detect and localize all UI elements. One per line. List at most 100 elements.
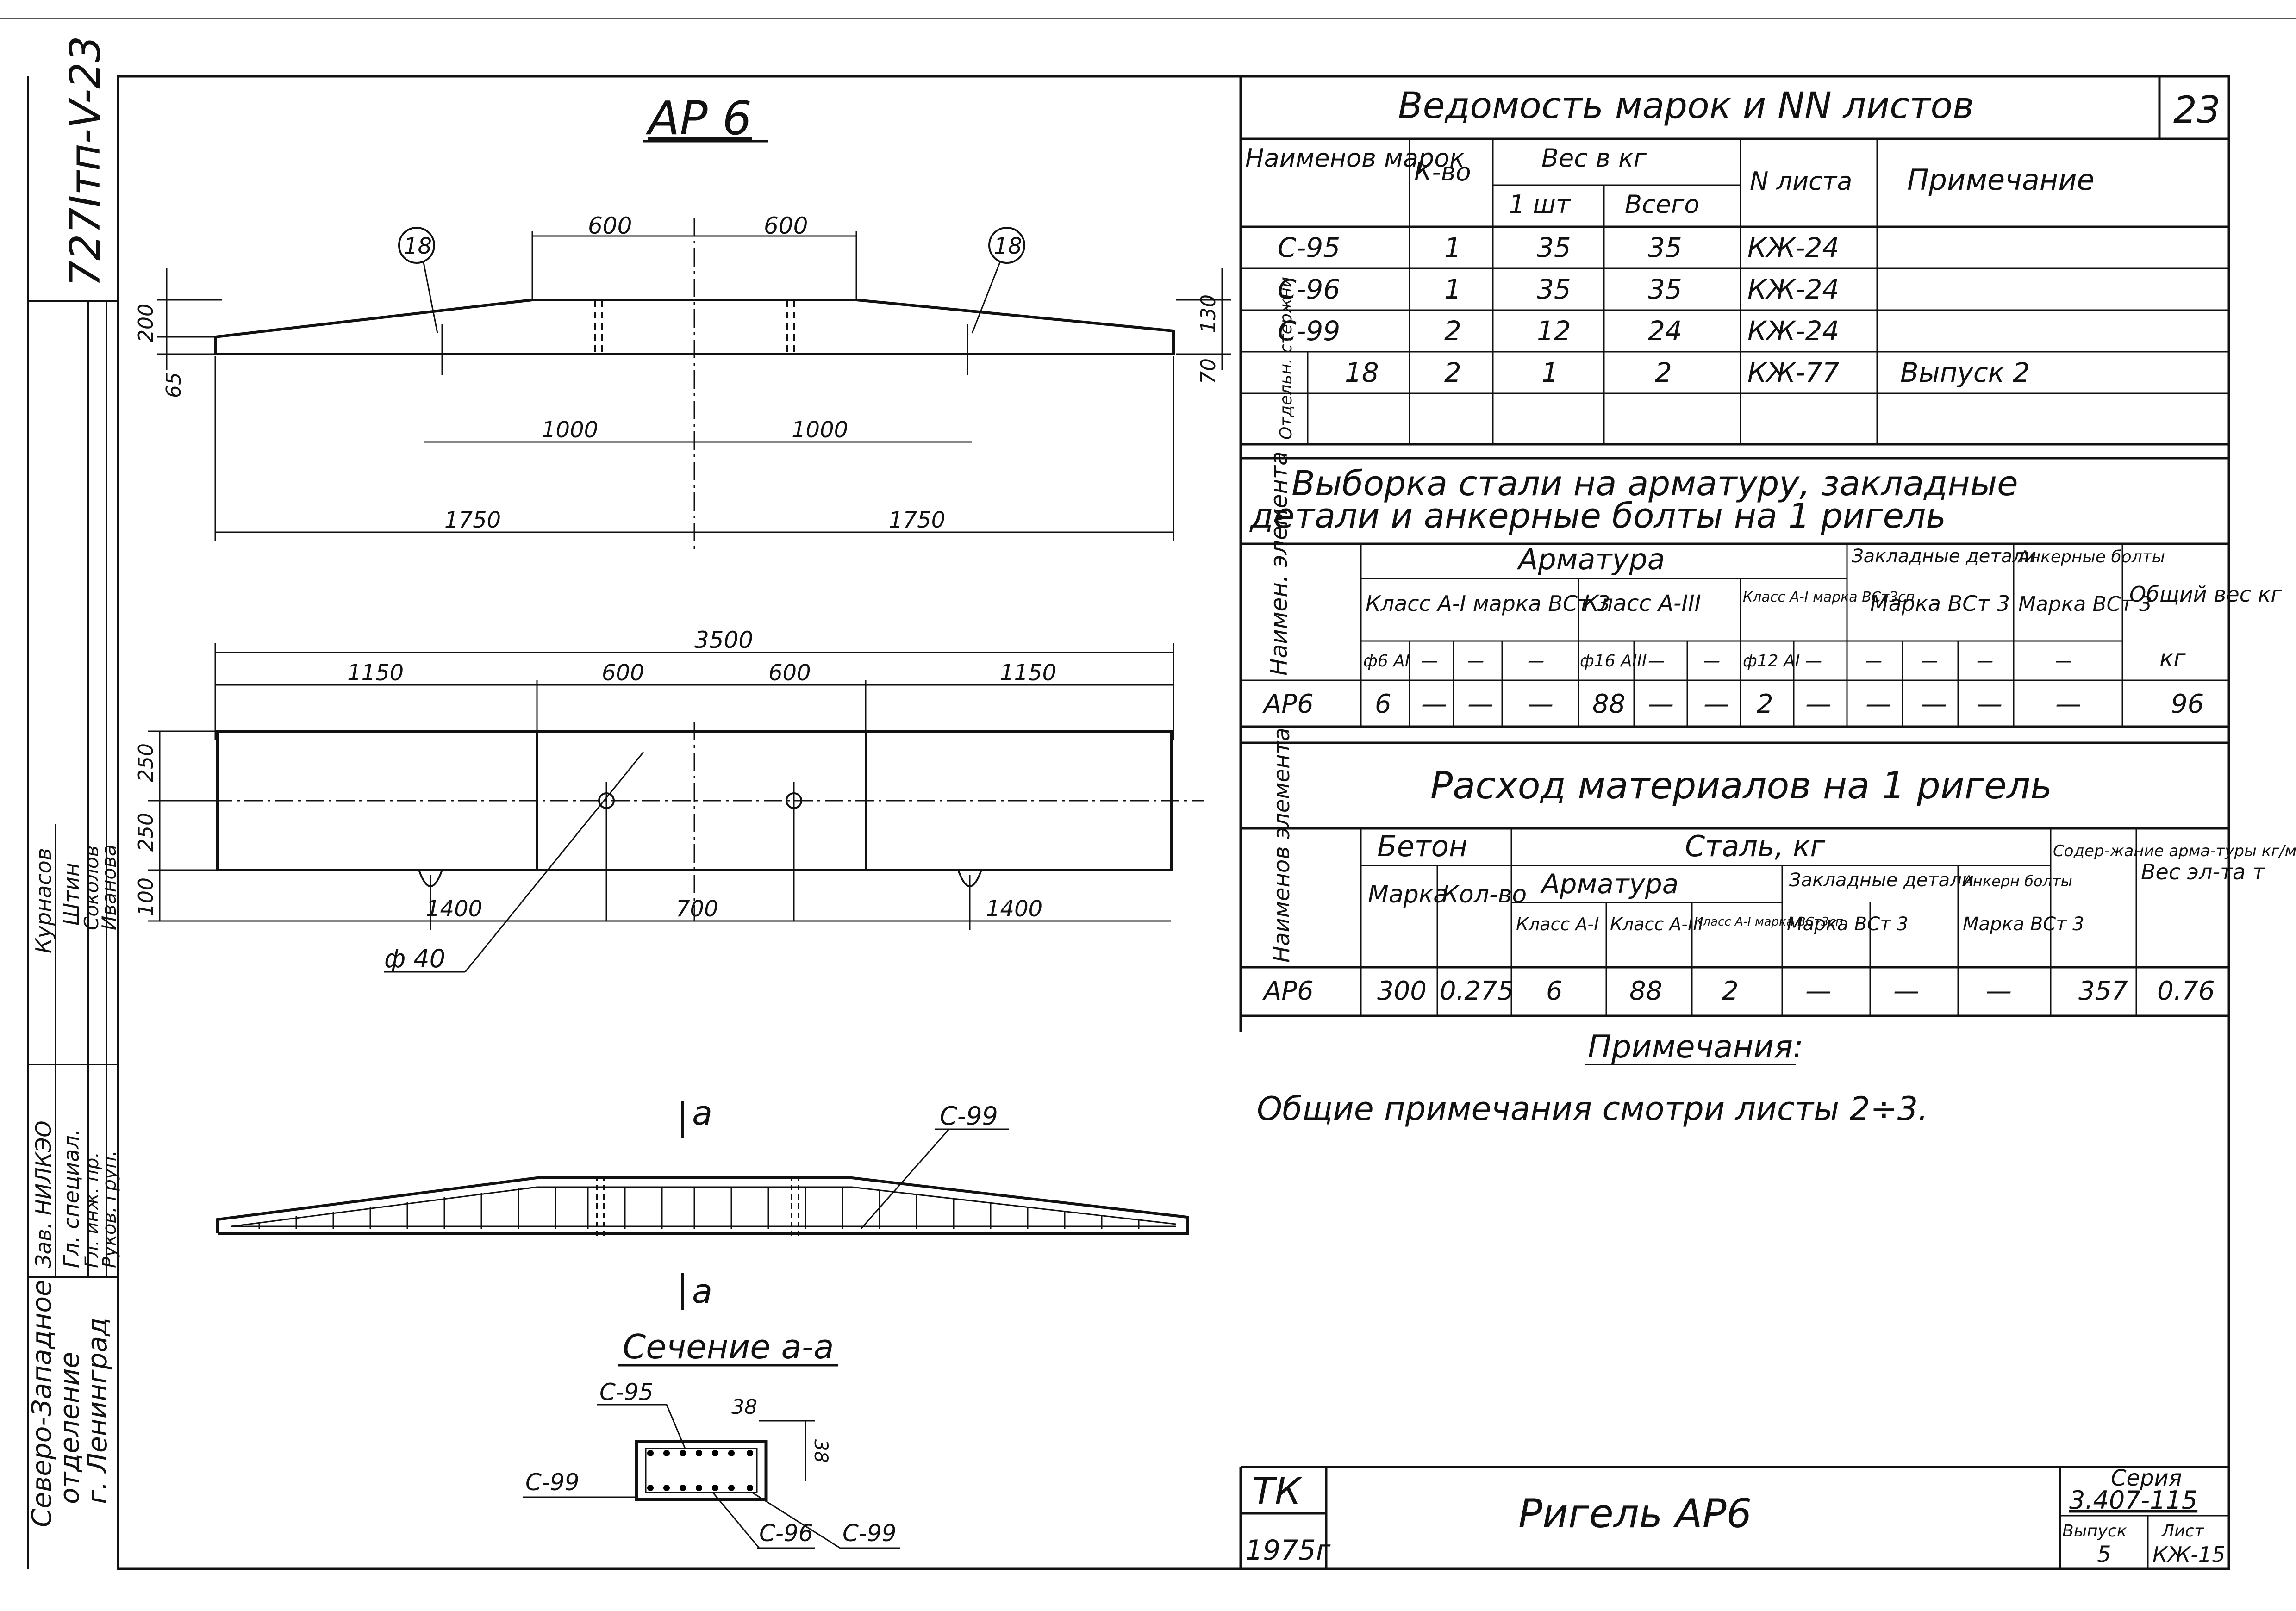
t2-group-arm: Арматура — [1516, 542, 1665, 576]
t2-sub4: Марка ВСт 3 — [1870, 591, 2010, 616]
t3-anc: Анкерн болты — [1962, 872, 2072, 890]
t3-class1: Класс А-І — [1516, 914, 1599, 934]
svg-text:С-95: С-95 — [1278, 232, 1340, 263]
svg-text:0.76: 0.76 — [2157, 976, 2215, 1006]
svg-text:—: — — [1421, 689, 1447, 719]
t3-weight: Вес эл-та т — [2141, 859, 2265, 884]
t3-title: Расход материалов на 1 ригель — [1430, 764, 2052, 807]
svg-text:12: 12 — [1537, 315, 1571, 347]
svg-text:2: 2 — [1444, 357, 1461, 388]
svg-text:АР6: АР6 — [1262, 976, 1314, 1006]
section-dim-38a: 38 — [731, 1395, 757, 1419]
ap6-h-200: 200 — [134, 304, 158, 342]
svg-text:35: 35 — [1537, 274, 1571, 305]
stamp-name-2: Штин — [59, 863, 84, 926]
ap6-dim-bot-2: 1750 — [889, 507, 945, 533]
svg-text:кг: кг — [2159, 645, 2186, 672]
svg-text:2: 2 — [1722, 976, 1739, 1006]
tb-issue-label: Выпуск — [2062, 1522, 2127, 1541]
t3-emb-mark: Марка ВСт 3 — [1787, 914, 1909, 935]
stamp-role-3: Гл. инж. пр. — [81, 1152, 103, 1268]
ap6-h-130: 130 — [1197, 294, 1220, 333]
svg-text:—: — — [1805, 689, 1831, 719]
stamp-org-1: Северо-Западное — [26, 1280, 57, 1527]
svg-text:С-99: С-99 — [1278, 315, 1340, 347]
plan-left-100: 100 — [134, 877, 158, 916]
ap6-dim-bot-1: 1750 — [444, 507, 501, 533]
ap6-dim-top-1: 600 — [588, 212, 632, 239]
svg-text:1: 1 — [1541, 357, 1559, 388]
side-stamp: 727Ітп-V-23 Северо-Западное отделение г.… — [26, 36, 120, 1569]
svg-text:35: 35 — [1537, 232, 1571, 263]
svg-text:6: 6 — [1375, 689, 1391, 719]
table1-title: Ведомость марок и NN листов — [1398, 85, 1974, 127]
t3-class3: Класс А-ІІІ — [1610, 914, 1703, 934]
t1-h-count: К-во — [1414, 157, 1471, 187]
t3-anc-mark: Марка ВСт 3 — [1963, 914, 2084, 935]
tb-sheet-label: Лист — [2161, 1522, 2204, 1541]
ap6-dim-top-2: 600 — [764, 212, 808, 239]
rebar-dots — [647, 1450, 753, 1491]
t1-h-sheet: N листа — [1750, 167, 1852, 196]
svg-text:18: 18 — [1345, 357, 1379, 388]
steel-selection-table: Выборка стали на арматуру, закладные дет… — [1239, 451, 2282, 728]
callout-18-right: 18 — [971, 227, 1025, 334]
tb-issue: 5 — [2097, 1542, 2111, 1567]
svg-text:2: 2 — [1444, 315, 1461, 347]
materials-table: Расход материалов на 1 ригель Наименов э… — [1239, 728, 2296, 1017]
notes: Примечания: Общие примечания смотри лист… — [1257, 1029, 1928, 1128]
svg-text:КЖ-24: КЖ-24 — [1747, 315, 1839, 347]
svg-text:300: 300 — [1377, 976, 1427, 1006]
section-label-c95: С-95 — [599, 1379, 654, 1406]
t1-row-1: С-96 1 35 35 КЖ-24 — [1278, 274, 1839, 305]
plan-bot-dim-2: 700 — [676, 896, 718, 922]
stirrups — [258, 1187, 1140, 1229]
plan-left-250a: 250 — [134, 743, 158, 782]
svg-text:—: — — [1805, 652, 1822, 671]
table1-sheet-no: 23 — [2173, 88, 2221, 131]
section-mark-bottom: а — [692, 1272, 712, 1311]
svg-text:357: 357 — [2078, 976, 2128, 1006]
t1-side-label: Отдельн. стержни — [1277, 277, 1296, 440]
t3-data-row: АР6 300 0.275 6 88 2 — — — 357 0.76 — [1262, 976, 2215, 1006]
t2-title-2: детали и анкерные болты на 1 ригель — [1249, 496, 1946, 536]
svg-text:Выпуск 2: Выпуск 2 — [1900, 357, 2030, 388]
t1-row-2: С-99 2 12 24 КЖ-24 — [1278, 315, 1839, 347]
t3-beton: Бетон — [1377, 829, 1467, 863]
t3-col-name: Наименов элемента — [1269, 728, 1295, 963]
svg-text:—: — — [1977, 652, 1993, 671]
ap6-h-70: 70 — [1197, 358, 1220, 384]
svg-text:—: — — [1921, 689, 1947, 719]
stamp-role-1: Зав. НИЛКЭО — [31, 1120, 56, 1268]
t2-title-1: Выборка стали на арматуру, закладные — [1292, 464, 2018, 504]
elevation-label: С-99 — [940, 1101, 998, 1131]
plan-view: 3500 1150 600 600 1150 ф 40 1400 700 140… — [134, 627, 1204, 973]
section-mark-top: а — [692, 1094, 712, 1132]
tb-tk: ТК — [1252, 1470, 1303, 1513]
stamp-name-3: Соколов — [80, 846, 103, 930]
svg-text:—: — — [1467, 689, 1493, 719]
svg-text:КЖ-24: КЖ-24 — [1747, 232, 1839, 263]
notes-heading: Примечания: — [1588, 1029, 1803, 1065]
t3-mark: Марка — [1368, 881, 1448, 908]
svg-text:—: — — [1528, 652, 1544, 671]
tb-name: Ригель АР6 — [1518, 1491, 1752, 1537]
tb-series: 3.407-115 — [2069, 1486, 2197, 1515]
plan-dim-2: 600 — [602, 660, 644, 686]
hole-label: ф 40 — [384, 944, 445, 973]
svg-text:—: — — [1893, 976, 1919, 1006]
title-block: ТК 1975г Ригель АР6 Серия 3.407-115 Выпу… — [1239, 1465, 2229, 1569]
t1-h-total: Всего — [1625, 190, 1699, 219]
plan-bot-dim-1: 1400 — [426, 896, 482, 922]
svg-text:0.275: 0.275 — [1440, 976, 1514, 1006]
t2-data-row: АР6 6 — — — 88 — — 2 — — — — — 96 — [1262, 689, 2204, 719]
svg-text:ф12 АІ: ф12 АІ — [1743, 652, 1800, 671]
t3-arm: Арматура — [1540, 868, 1678, 900]
t1-h-one: 1 шт — [1509, 190, 1571, 219]
svg-text:6: 6 — [1546, 976, 1563, 1006]
t3-content: Содер-жание арма-туры кг/м³ — [2053, 842, 2296, 860]
stamp-org-2: отделение — [54, 1352, 85, 1504]
svg-text:КЖ-77: КЖ-77 — [1747, 357, 1839, 388]
svg-text:—: — — [1866, 652, 1882, 671]
svg-text:—: — — [1921, 652, 1938, 671]
